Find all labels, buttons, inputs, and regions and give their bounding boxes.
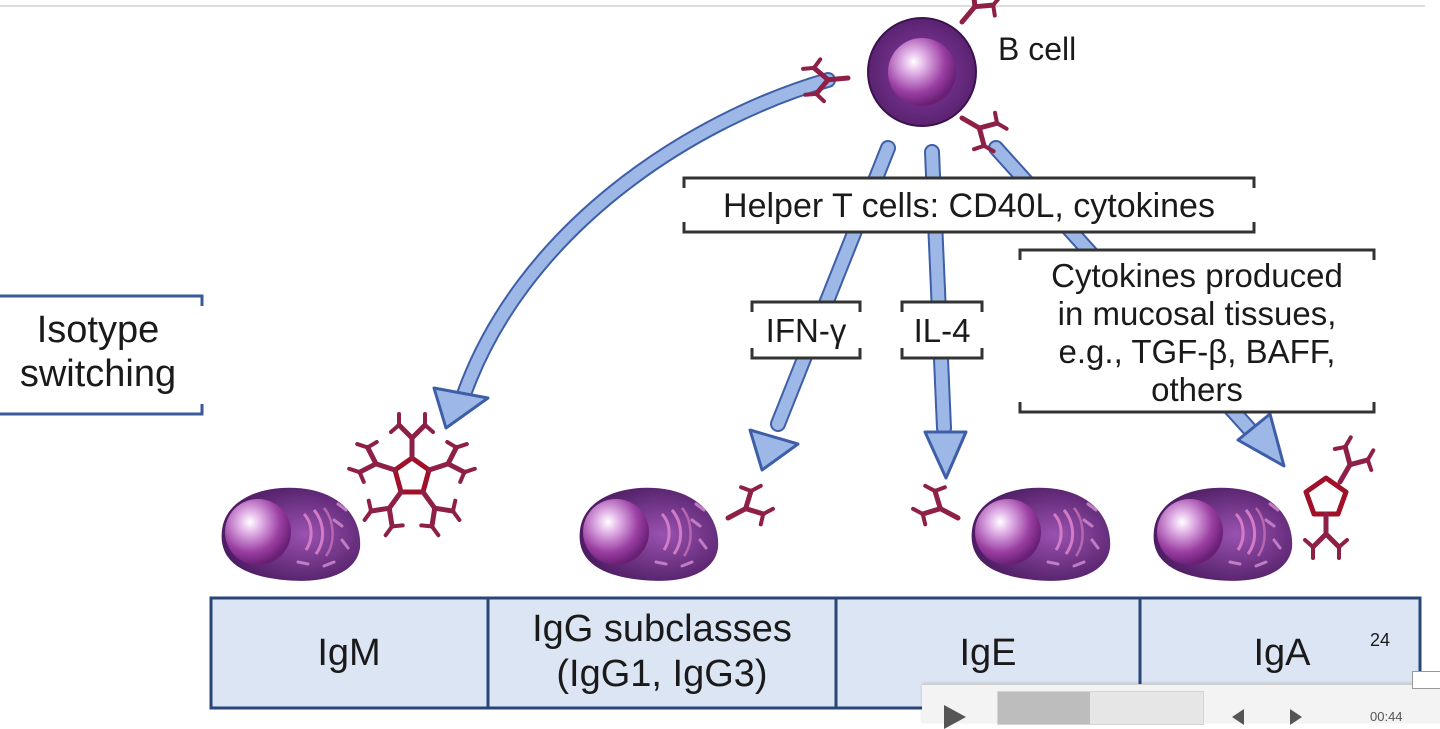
isotype-switching-box: Isotype switching bbox=[0, 294, 204, 416]
ige-antibody bbox=[909, 479, 968, 537]
igg-subclasses-label: (IgG1, IgG3) bbox=[556, 653, 767, 695]
progress-bar[interactable] bbox=[997, 691, 1204, 725]
il4-label: IL-4 bbox=[914, 312, 971, 349]
igg-cell-label: IgG subclasses bbox=[532, 608, 792, 650]
helper-t-cells-box: Helper T cells: CD40L, cytokines bbox=[682, 176, 1256, 234]
ifn-gamma-label: IFN-γ bbox=[766, 312, 847, 349]
igm-plasma-cell bbox=[220, 486, 362, 583]
player-corner-handle[interactable] bbox=[1412, 671, 1440, 689]
time-readout: 00:44 bbox=[1370, 709, 1403, 724]
igm-cell-label: IgM bbox=[317, 632, 380, 674]
igm-pentamer-antibody bbox=[347, 414, 478, 540]
b-cell bbox=[802, 0, 1010, 158]
ige-plasma-cell bbox=[970, 486, 1112, 583]
igg-antibody bbox=[718, 479, 777, 537]
mucosal-line-3: e.g., TGF-β, BAFF, bbox=[1059, 333, 1336, 370]
progress-fill bbox=[998, 692, 1091, 724]
video-player-controls: 00:44 bbox=[922, 671, 1440, 729]
il4-box: IL-4 bbox=[900, 300, 984, 360]
slide-number: 24 bbox=[1370, 630, 1390, 650]
isotype-label-line-2: switching bbox=[20, 353, 176, 395]
ifn-gamma-box: IFN-γ bbox=[750, 300, 862, 360]
arrow-to-igm bbox=[432, 72, 836, 430]
next-icon[interactable] bbox=[1290, 709, 1302, 725]
isotype-label-line-1: Isotype bbox=[37, 309, 160, 351]
mucosal-line-1: Cytokines produced bbox=[1051, 257, 1343, 294]
helper-t-cells-label: Helper T cells: CD40L, cytokines bbox=[723, 187, 1215, 225]
ige-cell-label: IgE bbox=[959, 632, 1016, 674]
play-icon[interactable] bbox=[944, 705, 966, 729]
mucosal-line-2: in mucosal tissues, bbox=[1058, 295, 1337, 332]
igg-plasma-cell bbox=[578, 486, 720, 583]
b-cell-label: B cell bbox=[998, 31, 1076, 67]
iga-cell-label: IgA bbox=[1253, 632, 1311, 674]
iga-dimer-antibody bbox=[1305, 433, 1380, 558]
previous-icon[interactable] bbox=[1232, 709, 1244, 725]
iga-plasma-cell bbox=[1152, 486, 1294, 583]
mucosal-cytokines-box: Cytokines produced in mucosal tissues, e… bbox=[1018, 248, 1376, 414]
mucosal-line-4: others bbox=[1151, 371, 1243, 408]
